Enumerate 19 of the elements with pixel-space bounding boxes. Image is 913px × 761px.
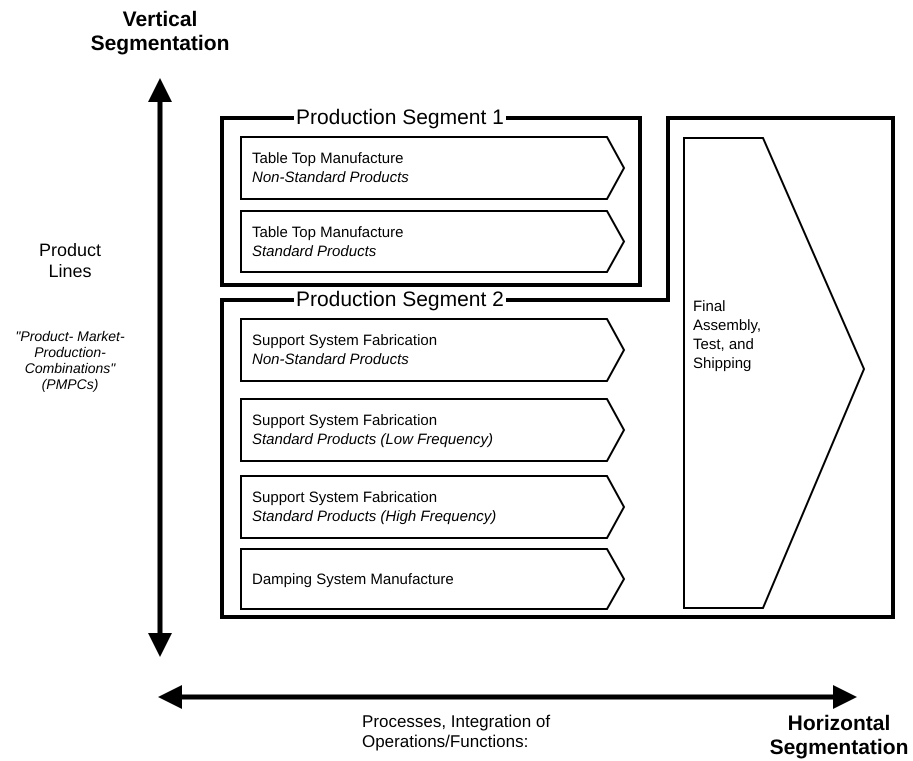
step-subtitle: Non-Standard Products — [252, 350, 410, 369]
step-label: Table Top Manufacture — [252, 149, 404, 168]
axis-title: Horizontal Segmentation — [768, 712, 910, 760]
step-label: Support System Fabrication — [252, 411, 438, 430]
step-label: Table Top Manufacture — [252, 222, 404, 242]
step-label: Support System Fabrication — [252, 331, 438, 350]
step-subtitle: Standard Products — [252, 242, 378, 260]
step-label: Final Assembly, Test, and Shipping — [693, 297, 762, 373]
step-label: Support System Fabrication — [252, 488, 438, 507]
axis-label: Product Lines — [38, 240, 102, 282]
step-subtitle: Standard Products (Low Frequency) — [252, 430, 493, 449]
axis-note: "Product- Market- Production- Combinations" (PMPCs) — [14, 328, 126, 392]
segment-title: Production Segment 2 — [294, 288, 506, 312]
step-subtitle: Non-Standard Products — [252, 168, 409, 187]
axis-label: Processes, Integration of Operations/Functions: — [362, 712, 552, 752]
axis-title: Vertical Segmentation — [90, 8, 230, 56]
segment-title: Production Segment 1 — [294, 106, 506, 130]
step-subtitle: Standard Products (High Frequency) — [252, 507, 496, 526]
step-label: Damping System Manufacture — [252, 570, 454, 588]
